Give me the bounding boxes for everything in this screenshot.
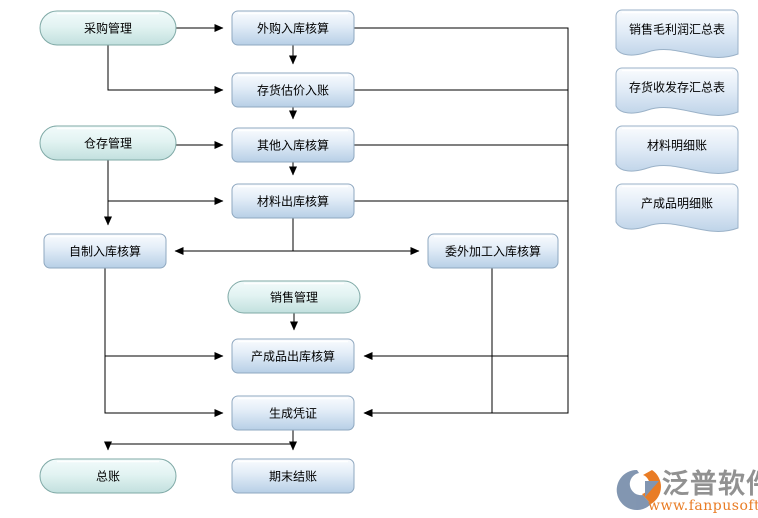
node-label: 存货估价入账 [257,83,329,98]
edge-cl-to-zzr [174,218,294,255]
node-label: 期末结账 [269,470,317,484]
capsule-node-zz[interactable]: 总账 [39,458,177,494]
node-label: 自制入库核算 [69,244,141,259]
process-node-qm[interactable]: 期末结账 [231,458,355,494]
edge-zzr-to-ccp [104,268,224,360]
process-node-scp[interactable]: 生成凭证 [231,395,355,431]
report-node-r3[interactable]: 材料明细账 [615,125,739,174]
node-label: 材料出库核算 [257,194,329,209]
process-node-ww[interactable]: 委外加工入库核算 [427,233,559,269]
watermark-logo: 泛普软件 www.fanpusoft.com [616,468,758,514]
edge-zzr-to-scp [104,356,224,417]
node-label: 仓存管理 [84,136,132,151]
edge-bus-to-scp [363,356,569,417]
edge-ww-to-scp [363,268,493,417]
node-label: 产成品出库核算 [251,349,335,364]
fanpu-swoosh-icon [616,469,661,510]
edge-scp-to-zz [104,430,294,451]
process-node-cl[interactable]: 材料出库核算 [231,183,355,219]
edge-ckg-to-cl [107,160,224,205]
node-label: 销售管理 [270,290,318,305]
capsule-node-xsg[interactable]: 销售管理 [227,280,361,314]
node-label: 采购管理 [84,21,132,36]
report-node-r4[interactable]: 产成品明细账 [615,183,739,232]
node-label: 委外加工入库核算 [445,244,541,259]
node-label: 外购入库核算 [257,21,329,36]
report-node-r1[interactable]: 销售毛利润汇总表 [615,9,739,58]
process-node-chg[interactable]: 存货估价入账 [231,72,355,108]
node-label: 产成品明细账 [641,197,713,211]
process-node-zzr[interactable]: 自制入库核算 [43,233,167,269]
capsule-node-ckg[interactable]: 仓存管理 [39,125,177,161]
node-label: 销售毛利润汇总表 [629,22,725,37]
edge-bus-to-ccp [354,27,569,360]
connector-layer [104,24,569,451]
edge-cg-to-chg [107,45,224,94]
node-label: 材料明细账 [647,139,707,153]
watermark-url: www.fanpusoft.com [648,498,758,514]
watermark-brand: 泛普软件 [662,468,758,500]
process-node-wg[interactable]: 外购入库核算 [231,10,355,46]
process-node-qt[interactable]: 其他入库核算 [231,127,355,163]
capsule-node-cg[interactable]: 采购管理 [39,10,177,46]
node-label: 存货收发存汇总表 [629,80,725,95]
node-label: 其他入库核算 [257,138,329,153]
node-label: 总账 [96,470,120,484]
process-node-ccp[interactable]: 产成品出库核算 [231,338,355,374]
report-node-r2[interactable]: 存货收发存汇总表 [615,67,739,116]
node-label: 生成凭证 [269,406,317,421]
